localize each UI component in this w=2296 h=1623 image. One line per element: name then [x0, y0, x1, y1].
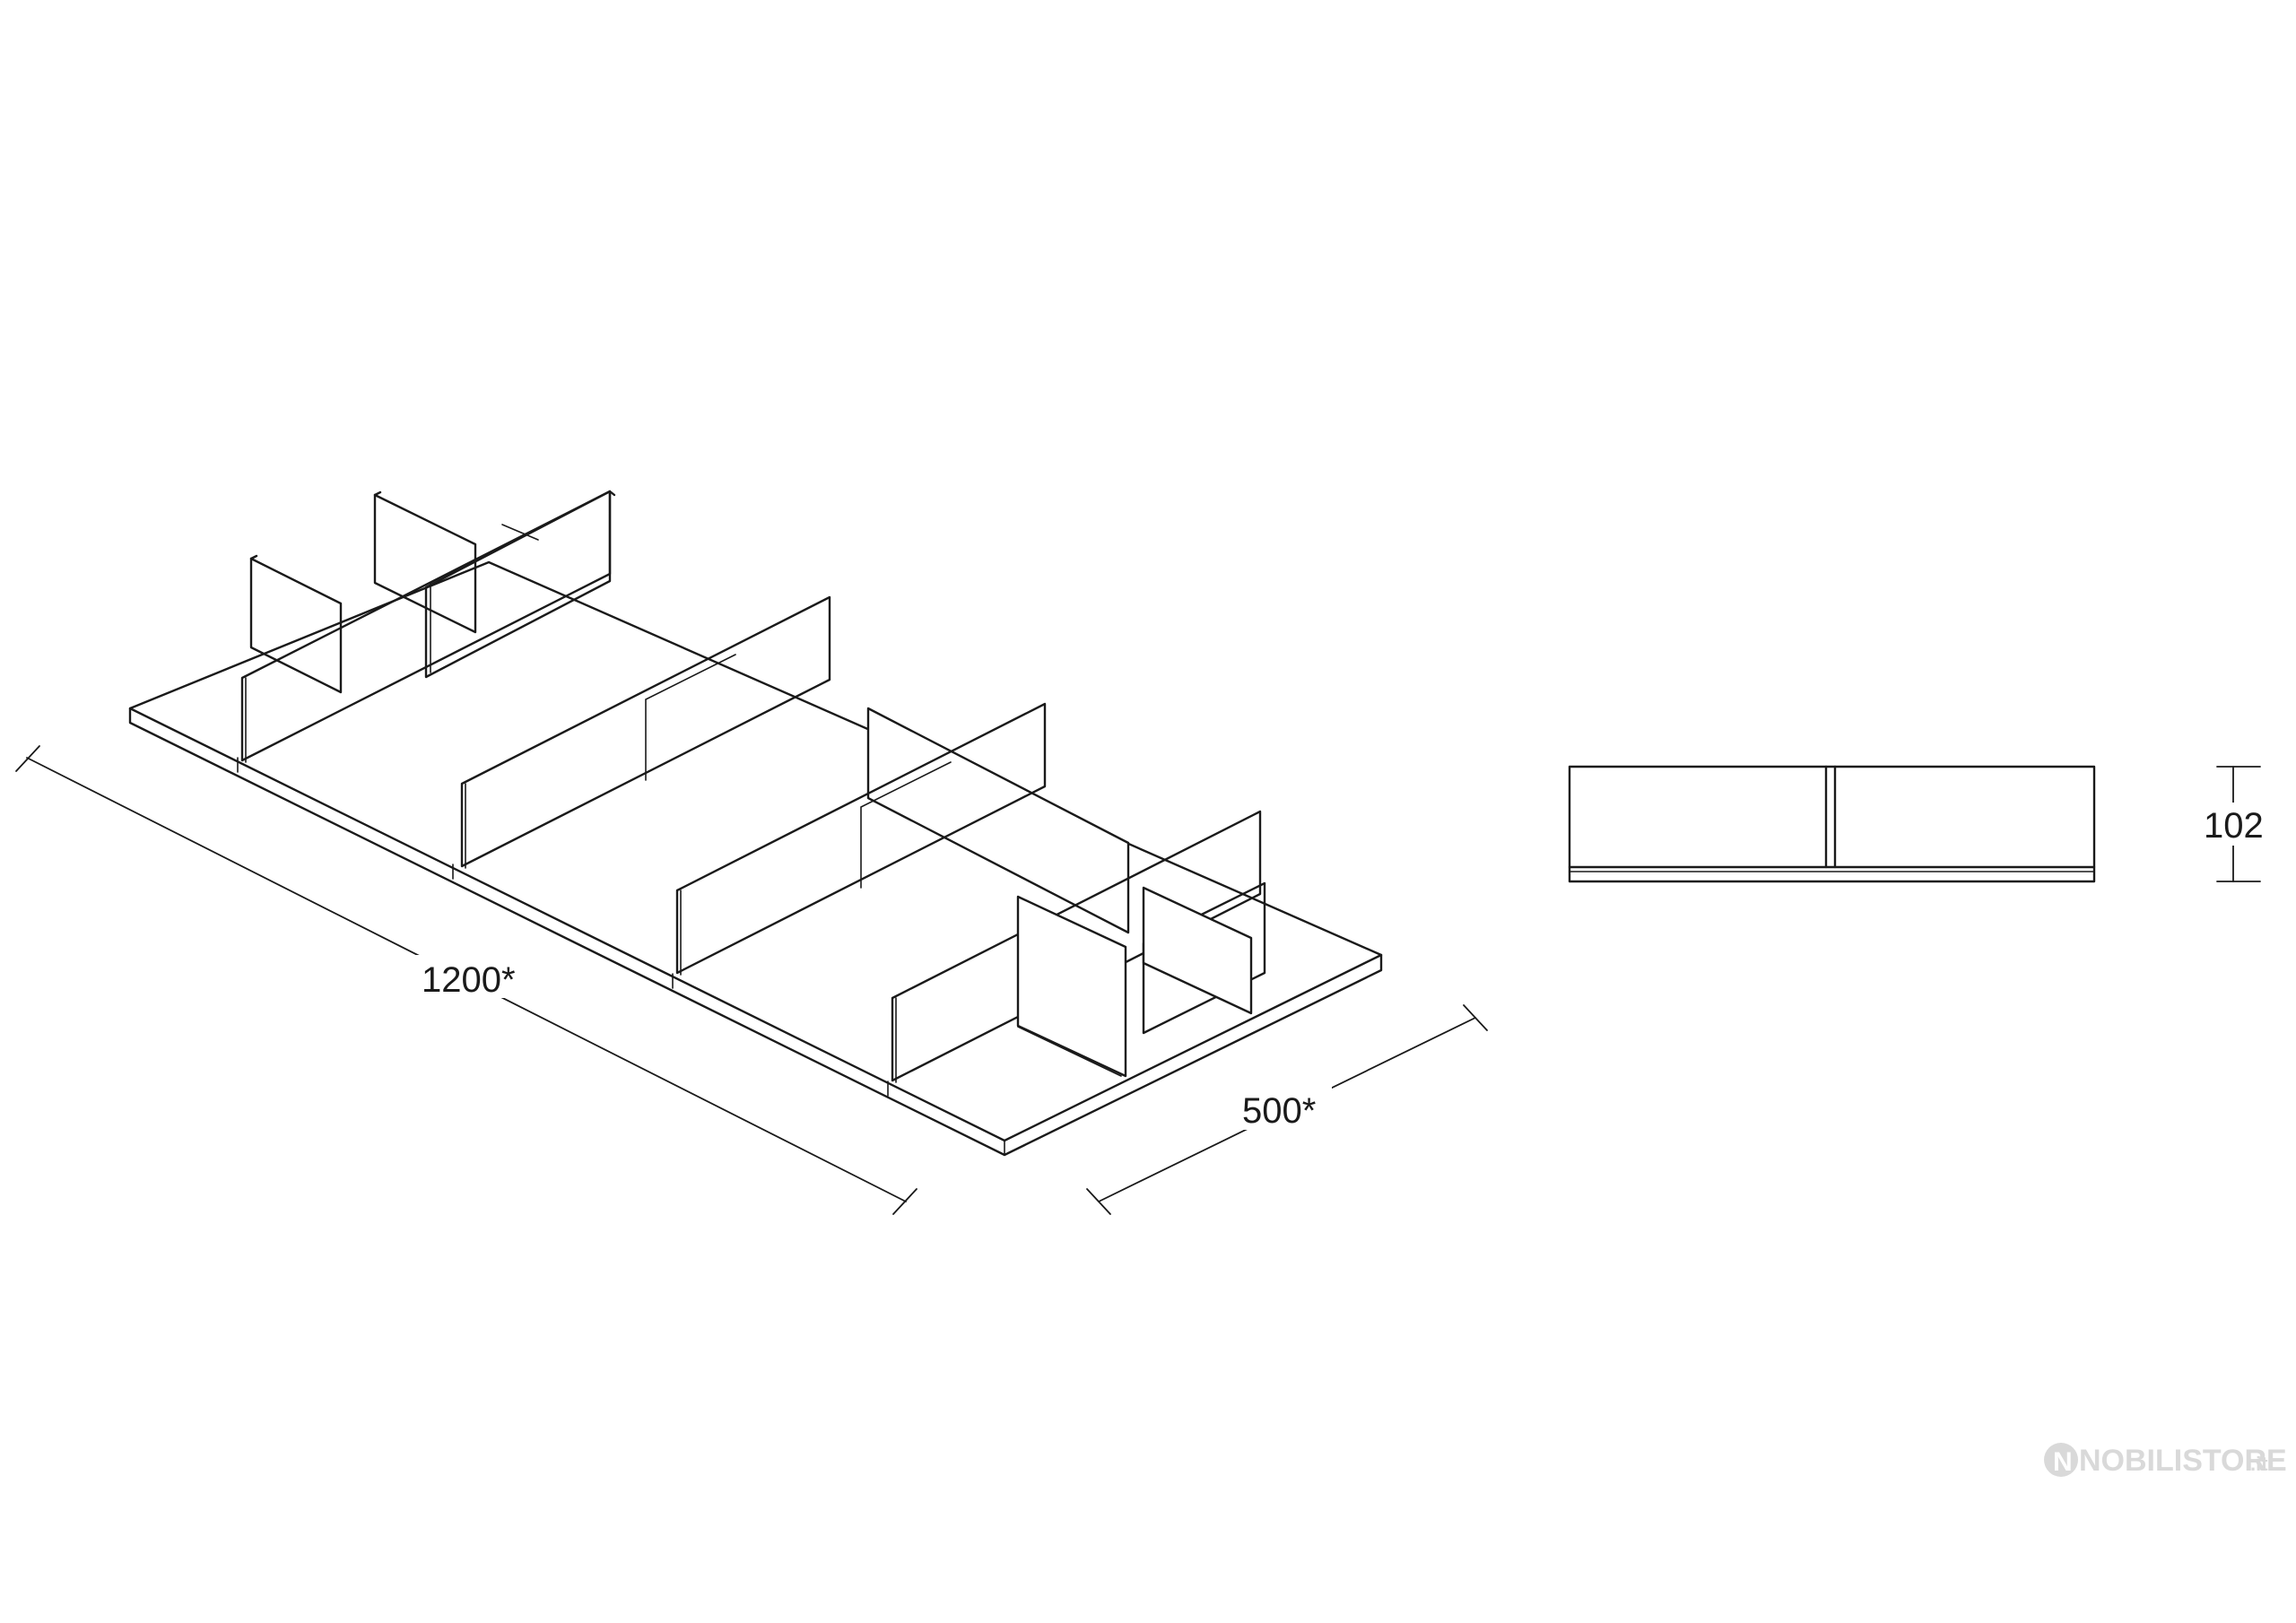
cross-divider-2 [460, 595, 831, 869]
cross-divider-4 [891, 810, 1262, 1083]
height-label: 102 [2204, 806, 2264, 846]
length-label: 1200* [422, 960, 516, 1000]
rear-divider-2 [249, 557, 343, 694]
brand-watermark: N NOBILISTORE .it [2044, 1443, 2287, 1478]
svg-text:N: N [2053, 1447, 2073, 1477]
length-label-bg [413, 955, 529, 998]
front-elevation [1568, 765, 2096, 883]
longitudinal-divider [424, 490, 1266, 1035]
watermark-brand: NOBILISTORE [2079, 1444, 2287, 1478]
cross-divider-1 [240, 490, 616, 763]
watermark-logo-icon [2044, 1443, 2078, 1477]
depth-label: 500* [1242, 1091, 1316, 1131]
cross-divider-3 [675, 702, 1047, 976]
front-short-divider [1016, 886, 1253, 1078]
isometric-drawer-organizer [128, 490, 1383, 1157]
rear-divider-1 [373, 493, 477, 634]
watermark-suffix: .it [2250, 1453, 2268, 1475]
height-label-bg [2202, 803, 2269, 846]
elevation-outline [1568, 765, 2096, 883]
depth-label-bg [1233, 1087, 1332, 1130]
